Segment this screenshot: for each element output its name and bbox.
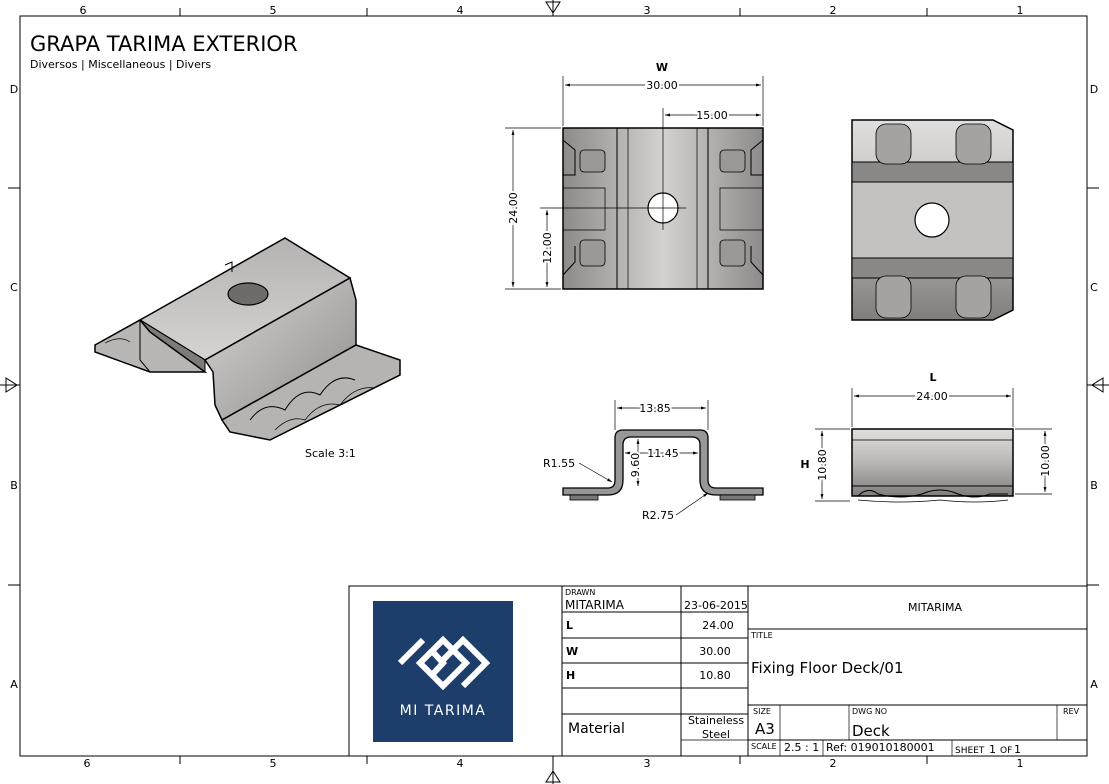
- dwg-label: DWG NO: [852, 707, 887, 716]
- sheet-label: SHEET: [955, 746, 985, 756]
- drawn-date: 23-06-2015: [684, 599, 748, 612]
- company-name: MITARIMA: [908, 601, 963, 614]
- dwg-value: Deck: [852, 722, 890, 740]
- side-dimensions: [815, 388, 1052, 502]
- drawn-by: MITARIMA: [565, 598, 625, 612]
- size-value: A3: [755, 720, 775, 738]
- prop-h-value: 10.80: [699, 669, 731, 682]
- top-view: [851, 119, 1014, 321]
- dim-radius-small: R1.55: [543, 457, 575, 470]
- section-view: [562, 429, 764, 501]
- zone-col-top-5: 2: [830, 4, 837, 17]
- zone-col-bot-2: 5: [270, 757, 277, 770]
- dim-h-half: 12.00: [541, 232, 554, 264]
- zone-col-top-2: 5: [270, 4, 277, 17]
- isometric-view: [94, 237, 401, 441]
- prop-l-key: L: [566, 619, 573, 632]
- drawing-part-title: Fixing Floor Deck/01: [751, 659, 903, 677]
- zone-row-left-1: D: [10, 83, 18, 96]
- dim-height-left: 10.80: [816, 449, 829, 481]
- top-hole: [914, 202, 950, 238]
- front-dimensions: [505, 76, 764, 290]
- prop-w-value: 30.00: [699, 645, 731, 658]
- zone-row-right-3: B: [1090, 479, 1098, 492]
- iso-hole: [227, 282, 269, 306]
- zone-col-top-4: 3: [644, 4, 651, 17]
- dim-w-half: 15.00: [696, 109, 728, 122]
- company-logo: [373, 601, 513, 742]
- zone-col-bot-3: 4: [457, 757, 464, 770]
- material-value-2: Steel: [702, 728, 730, 741]
- zone-col-bot-4: 3: [644, 757, 651, 770]
- side-view-label-h: H: [800, 458, 809, 471]
- prop-h-key: H: [566, 669, 575, 682]
- dim-outer-width: 13.85: [639, 402, 671, 415]
- logo-text: MI TARIMA: [400, 703, 487, 719]
- zone-col-bot-1: 6: [84, 757, 91, 770]
- zone-col-bot-5: 2: [830, 757, 837, 770]
- drawing-title: GRAPA TARIMA EXTERIOR: [30, 32, 298, 56]
- zone-row-left-3: B: [10, 479, 18, 492]
- dim-length: 24.00: [916, 390, 948, 403]
- zone-row-right-1: D: [1090, 83, 1098, 96]
- ref-value: Ref: 019010180001: [826, 741, 935, 754]
- title-label: TITLE: [750, 631, 773, 640]
- front-view-label: W: [656, 61, 668, 74]
- zone-col-top-3: 4: [457, 4, 464, 17]
- logo-background: [373, 601, 513, 742]
- prop-l-value: 24.00: [702, 619, 734, 632]
- zone-row-left-2: C: [10, 281, 18, 294]
- side-view: [851, 428, 1014, 503]
- size-label: SIZE: [753, 707, 771, 716]
- title-block: [348, 585, 1088, 757]
- sheet-number: 1: [989, 743, 996, 756]
- scale-label: SCALE: [751, 742, 777, 751]
- rev-label: REV: [1063, 707, 1080, 716]
- dim-w-total: 30.00: [646, 79, 678, 92]
- dim-h-total: 24.00: [507, 192, 520, 224]
- prop-w-key: W: [566, 645, 578, 658]
- dim-radius-large: R2.75: [642, 509, 674, 522]
- iso-scale-label: Scale 3:1: [305, 447, 356, 460]
- material-label: Material: [568, 721, 625, 737]
- zone-col-top-1: 6: [80, 4, 87, 17]
- zone-col-bot-6: 1: [1017, 757, 1024, 770]
- dim-inner-width: 11.45: [647, 447, 679, 460]
- dim-section-height: 9.60: [629, 453, 642, 478]
- drawn-label: DRAWN: [565, 588, 595, 597]
- zone-row-right-4: A: [1090, 678, 1098, 691]
- scale-value: 2.5 : 1: [784, 741, 819, 754]
- section-dimensions: [578, 400, 709, 516]
- material-value-1: Staineless: [688, 714, 744, 727]
- of-label: OF: [1000, 746, 1012, 756]
- zone-row-right-2: C: [1090, 281, 1098, 294]
- sheet-total: 1: [1014, 743, 1021, 756]
- zone-col-top-6: 1: [1017, 4, 1024, 17]
- drawing-subtitle: Diversos | Miscellaneous | Divers: [30, 58, 211, 71]
- zone-row-left-4: A: [10, 678, 18, 691]
- dim-height-right: 10.00: [1039, 445, 1052, 477]
- side-view-label-l: L: [929, 371, 936, 384]
